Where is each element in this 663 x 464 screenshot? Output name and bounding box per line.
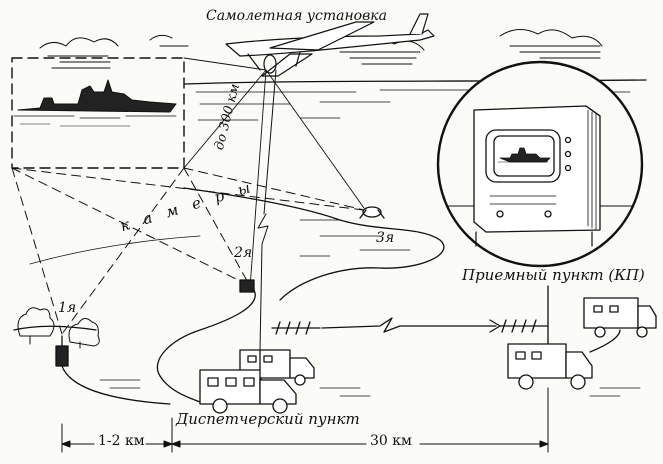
trees <box>17 307 100 349</box>
cameras-letter: р <box>212 186 227 207</box>
receiver-trucks <box>507 297 657 390</box>
camera-2-device <box>156 279 256 403</box>
distance-short-label: 1-2 км <box>98 433 145 449</box>
dispatch-station-label: Диспетчерский пункт <box>176 410 360 428</box>
ground-hatching <box>99 379 641 397</box>
radio-relay-link <box>271 285 549 357</box>
cameras-letter: е <box>189 193 204 214</box>
camera-2-label: 2я <box>234 245 253 261</box>
airborne-unit-label: Самолетная установка <box>206 8 387 24</box>
distance-long-label: 30 км <box>370 433 412 449</box>
view-beams <box>183 57 365 289</box>
camera-3-label: 3я <box>376 230 395 246</box>
tv-receiver-inset <box>436 60 644 268</box>
receiver-station-label: Приемный пункт (КП) <box>462 266 645 284</box>
radio-link-air <box>257 69 277 351</box>
airplane <box>225 13 435 77</box>
cameras-letter: ы <box>235 178 253 200</box>
ship-silhouette <box>13 79 177 127</box>
cameras-letter: м <box>163 200 181 222</box>
camera-1-device <box>55 335 171 405</box>
cameras-letter: а <box>140 208 155 229</box>
camera-3-device <box>359 206 385 219</box>
shoreline <box>13 187 445 331</box>
camera-1-label: 1я <box>58 300 77 316</box>
camera-view-frame <box>11 57 185 169</box>
dispatch-trucks <box>199 349 315 414</box>
camera-sightlines <box>11 167 365 335</box>
distance-markers <box>61 387 549 453</box>
